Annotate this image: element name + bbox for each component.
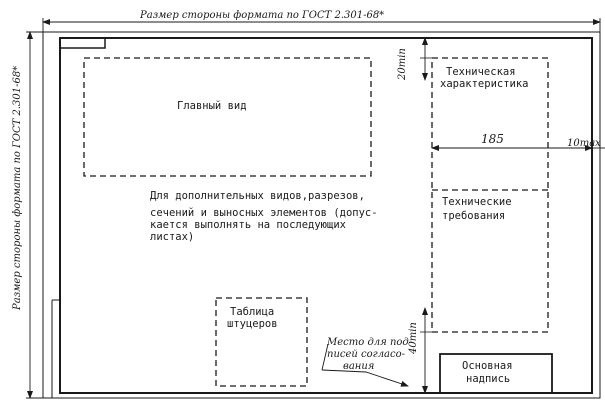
approval-line-3: вания	[343, 361, 375, 372]
corner-box	[59, 37, 106, 49]
approval-line-1: Место для под-	[327, 337, 413, 348]
drawing-frame	[59, 37, 593, 394]
tech-characteristic-line-2: характеристика	[440, 78, 529, 90]
dim-20min-label: 20min	[397, 48, 408, 80]
extra-views-line-1: Для дополнительных видов,разрезов,	[150, 190, 365, 202]
sheet-outer-border	[42, 31, 601, 399]
title-block-line-2: надпись	[466, 373, 511, 385]
nozzle-table-box	[215, 297, 308, 387]
extra-views-line-2: сечений и выносных элементов (допус-	[150, 207, 378, 219]
approval-line-2: писей согласо-	[327, 349, 406, 360]
tech-characteristic-line-1: Техническая	[446, 66, 516, 78]
right-column-box	[431, 57, 549, 333]
title-block-box	[439, 353, 553, 394]
extra-views-text: Для дополнительных видов,разрезов, сечен…	[150, 190, 378, 243]
tech-requirements-line-2: требования	[442, 210, 506, 222]
main-view-box	[83, 57, 372, 177]
dim-185-label: 185	[481, 132, 504, 146]
nozzle-table-line-2: штуцеров	[227, 318, 278, 330]
title-block-line-1: Основная	[462, 360, 513, 372]
main-view-label: Главный вид	[177, 100, 247, 112]
extra-views-line-3: кается выполнять на последующих	[150, 219, 346, 231]
extra-views-line-4: листах)	[150, 231, 195, 243]
dim-top-label: Размер стороны формата по ГОСТ 2.301-68*	[140, 10, 385, 21]
dim-left-label: Размер стороны формата по ГОСТ 2.301-68*	[12, 65, 23, 310]
dim-10max-label: 10max	[567, 138, 601, 149]
approval-leader	[321, 369, 409, 387]
tech-requirements-line-1: Технические	[442, 196, 512, 208]
nozzle-table-line-1: Таблица	[230, 306, 275, 318]
